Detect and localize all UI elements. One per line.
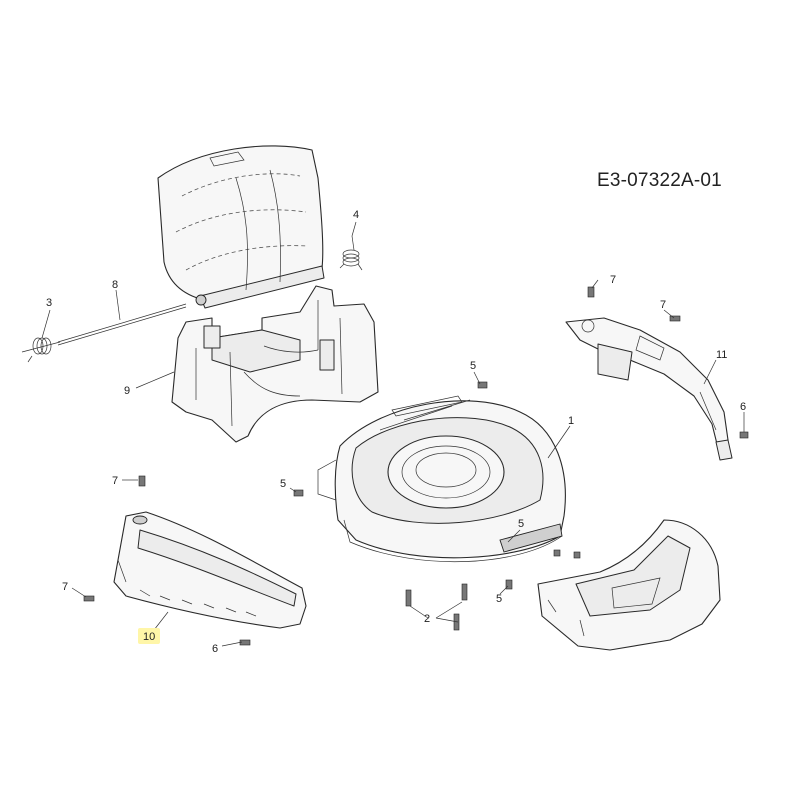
callout-7d: 7 [62, 581, 68, 593]
callout-5c: 5 [518, 518, 524, 530]
callout-highlight-10 [138, 628, 160, 644]
callout-4: 4 [353, 209, 359, 221]
callout-5b: 5 [280, 478, 286, 490]
callout-10: 10 [143, 631, 155, 643]
callout-1: 1 [568, 415, 574, 427]
callout-6a: 6 [740, 401, 746, 413]
callout-5d: 5 [496, 593, 502, 605]
callout-11: 11 [716, 349, 727, 361]
grass-bag-part [157, 145, 325, 309]
callout-6b: 6 [212, 643, 218, 655]
callout-9: 9 [124, 385, 130, 397]
side-panel-part-11 [565, 317, 733, 461]
rod-part-8 [57, 303, 187, 346]
deck-part-1 [317, 395, 566, 563]
drawing-code: E3-07322A-01 [597, 170, 722, 191]
callout-3: 3 [46, 297, 52, 309]
callout-8: 8 [112, 279, 118, 291]
callout-7c: 7 [112, 475, 118, 487]
side-panel-part-10 [113, 511, 307, 629]
callout-5a: 5 [470, 360, 476, 372]
callout-7a: 7 [610, 274, 616, 286]
spring-part-3 [21, 337, 61, 363]
rear-frame-part-9 [171, 285, 379, 443]
callout-2: 2 [424, 613, 430, 625]
rear-skirt-part [537, 519, 721, 651]
callout-7b: 7 [660, 299, 666, 311]
callout-labels: 1 2 3 4 5 5 5 5 6 6 7 7 7 7 8 9 10 11 [46, 209, 746, 655]
leader-lines [41, 221, 745, 647]
spring-part-4 [339, 235, 363, 271]
